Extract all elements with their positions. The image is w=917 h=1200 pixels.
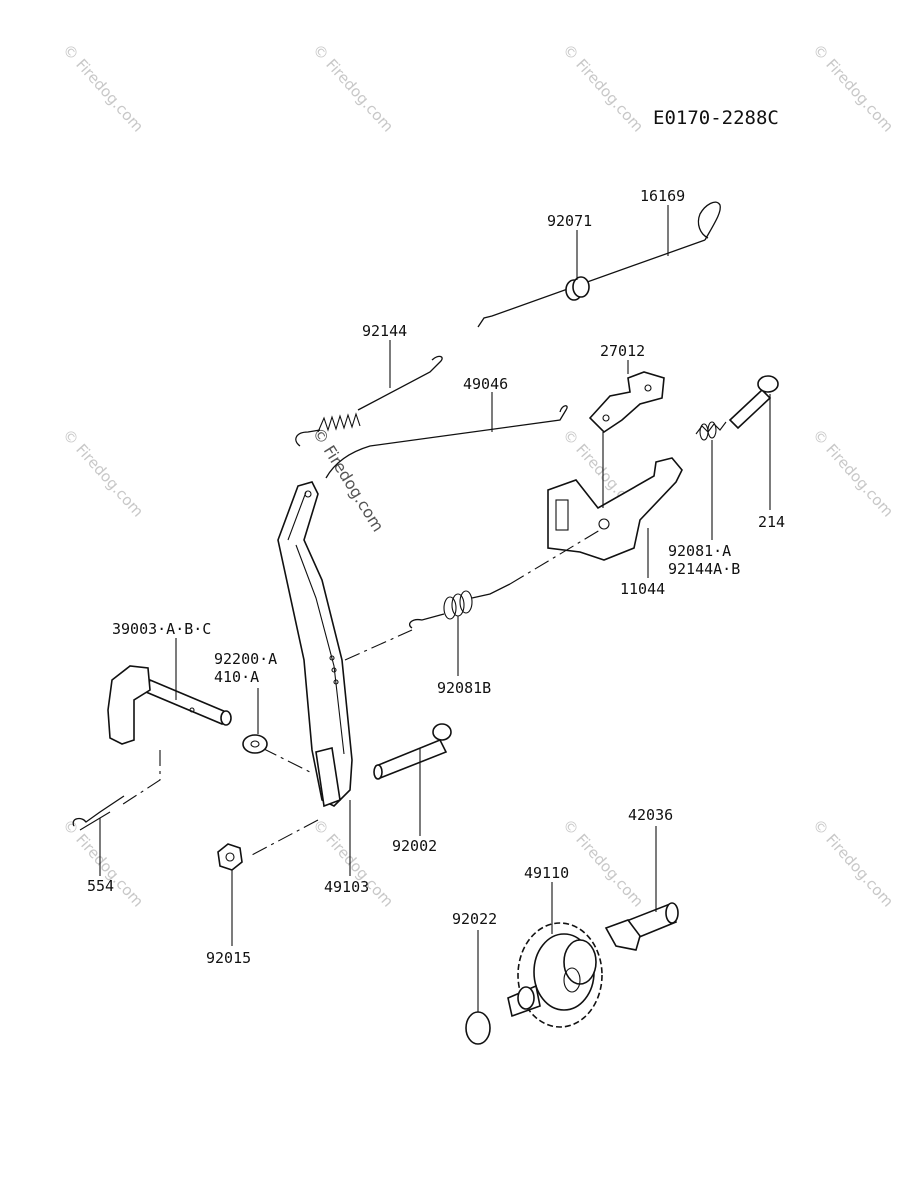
part-92071-grommet[interactable] bbox=[565, 276, 590, 301]
label-92144: 92144 bbox=[362, 322, 407, 340]
centerline-washer bbox=[261, 747, 311, 773]
label-49046: 49046 bbox=[463, 375, 508, 393]
watermark-4: © Firedog.com bbox=[809, 41, 897, 136]
part-49046-rod[interactable] bbox=[325, 405, 568, 479]
watermark-6: © Firedog.com bbox=[309, 424, 388, 535]
part-92200a-washer[interactable] bbox=[242, 734, 268, 754]
watermark-11: © Firedog.com bbox=[559, 816, 647, 911]
label-92071: 92071 bbox=[547, 212, 592, 230]
label-49103: 49103 bbox=[324, 878, 369, 896]
watermarks: © Firedog.com © Firedog.com © Firedog.co… bbox=[59, 41, 897, 911]
watermark-1: © Firedog.com bbox=[59, 41, 147, 136]
centerline-554 bbox=[119, 750, 161, 807]
label-16169: 16169 bbox=[640, 187, 685, 205]
watermark-2: © Firedog.com bbox=[309, 41, 397, 136]
label-11044: 11044 bbox=[620, 580, 665, 598]
part-27012-plate[interactable] bbox=[588, 371, 665, 434]
part-39003-shaft[interactable] bbox=[107, 665, 232, 745]
watermark-3: © Firedog.com bbox=[559, 41, 647, 136]
watermark-12: © Firedog.com bbox=[809, 816, 897, 911]
centerline-spring-bracket bbox=[509, 529, 601, 585]
centerline-nut bbox=[249, 819, 319, 857]
label-39003: 39003·A·B·C bbox=[112, 620, 211, 638]
label-92200a: 92200·A bbox=[214, 650, 277, 668]
part-42036-fitting[interactable] bbox=[604, 902, 679, 951]
part-92015-nut[interactable] bbox=[217, 843, 243, 871]
watermark-5: © Firedog.com bbox=[59, 426, 147, 521]
part-554-clip[interactable] bbox=[72, 795, 125, 831]
part-92081a-spring[interactable] bbox=[695, 421, 727, 441]
label-92081a: 92081·A bbox=[668, 542, 731, 560]
part-92002-bolt[interactable] bbox=[373, 723, 452, 780]
label-27012: 27012 bbox=[600, 342, 645, 360]
part-main-lever[interactable] bbox=[277, 481, 353, 808]
watermark-9: © Firedog.com bbox=[59, 816, 147, 911]
part-11044-bracket[interactable] bbox=[547, 457, 683, 561]
label-554: 554 bbox=[87, 877, 114, 895]
label-92015: 92015 bbox=[206, 949, 251, 967]
label-42036: 42036 bbox=[628, 806, 673, 824]
watermark-10: © Firedog.com bbox=[309, 816, 397, 911]
part-92081b-spring[interactable] bbox=[408, 583, 511, 629]
label-92002: 92002 bbox=[392, 837, 437, 855]
part-92022-washer[interactable] bbox=[465, 1011, 491, 1045]
label-410a: 410·A bbox=[214, 668, 259, 686]
part-49110-gear[interactable] bbox=[507, 922, 603, 1028]
part-92144-spring[interactable] bbox=[295, 355, 443, 447]
centerline-lever-spring bbox=[344, 629, 413, 661]
label-92081b: 92081B bbox=[437, 679, 491, 697]
label-214: 214 bbox=[758, 513, 785, 531]
label-92144ab: 92144A·B bbox=[668, 560, 740, 578]
label-49110: 49110 bbox=[524, 864, 569, 882]
label-92022: 92022 bbox=[452, 910, 497, 928]
part-16169-rod[interactable] bbox=[477, 201, 721, 328]
diagram-code: E0170-2288C bbox=[653, 107, 779, 129]
watermark-8: © Firedog.com bbox=[809, 426, 897, 521]
part-214-bolt[interactable] bbox=[728, 375, 779, 430]
